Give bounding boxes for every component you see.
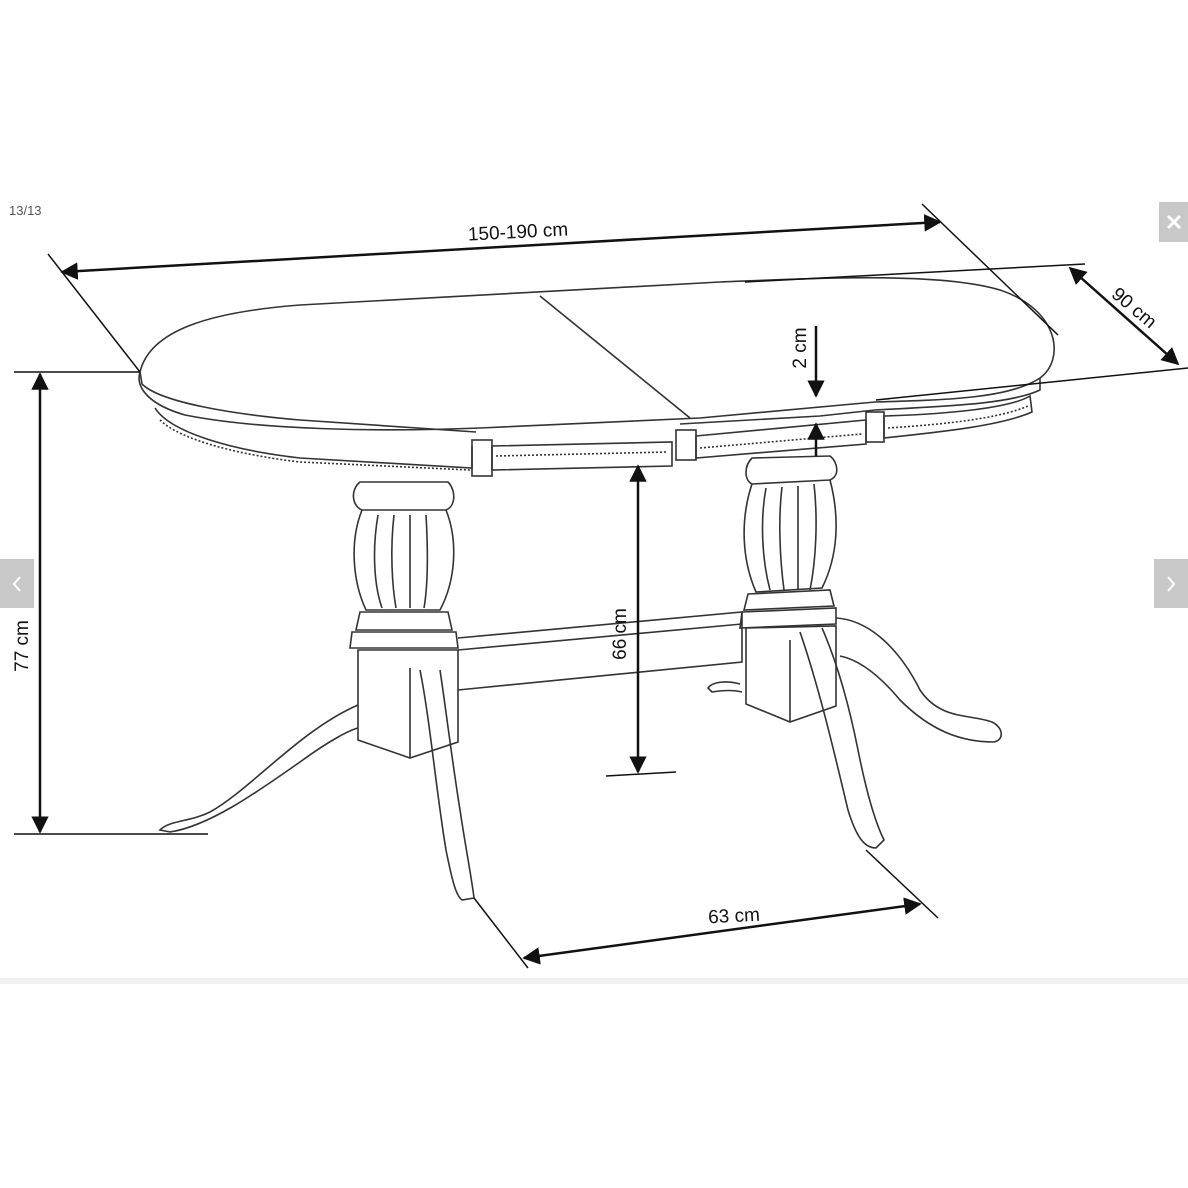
- table-sketch: [138, 276, 1055, 901]
- chevron-right-icon: [1167, 575, 1176, 592]
- close-button[interactable]: [1159, 202, 1188, 242]
- leg-span-dimension-line: [522, 897, 922, 965]
- table-dimension-drawing: 150-190 cm 90 cm 2 cm 77 cm 66 cm 63 cm: [12, 203, 1188, 969]
- height-label: 77 cm: [12, 620, 33, 672]
- extension-seam: [539, 295, 691, 419]
- left-pedestal: [158, 481, 475, 901]
- clearance-label: 66 cm: [610, 608, 631, 660]
- width-dimension-line: [1068, 266, 1180, 366]
- thickness-label: 2 cm: [790, 327, 811, 368]
- viewer-bottom-border: [0, 978, 1188, 984]
- leg-span-label: 63 cm: [708, 905, 761, 929]
- stretcher: [457, 611, 743, 691]
- previous-image-button[interactable]: [0, 559, 34, 608]
- right-pedestal: [706, 455, 1003, 849]
- length-label: 150-190 cm: [467, 219, 568, 245]
- close-icon: [1166, 214, 1181, 230]
- tabletop: [138, 276, 1055, 431]
- slide-counter: 13/13: [9, 203, 42, 218]
- dimension-lines: [14, 203, 1188, 969]
- chevron-left-icon: [12, 575, 21, 592]
- apron: [154, 407, 473, 469]
- length-dimension-line: [60, 214, 942, 280]
- next-image-button[interactable]: [1154, 559, 1188, 608]
- image-viewer: 13/13: [0, 202, 1188, 969]
